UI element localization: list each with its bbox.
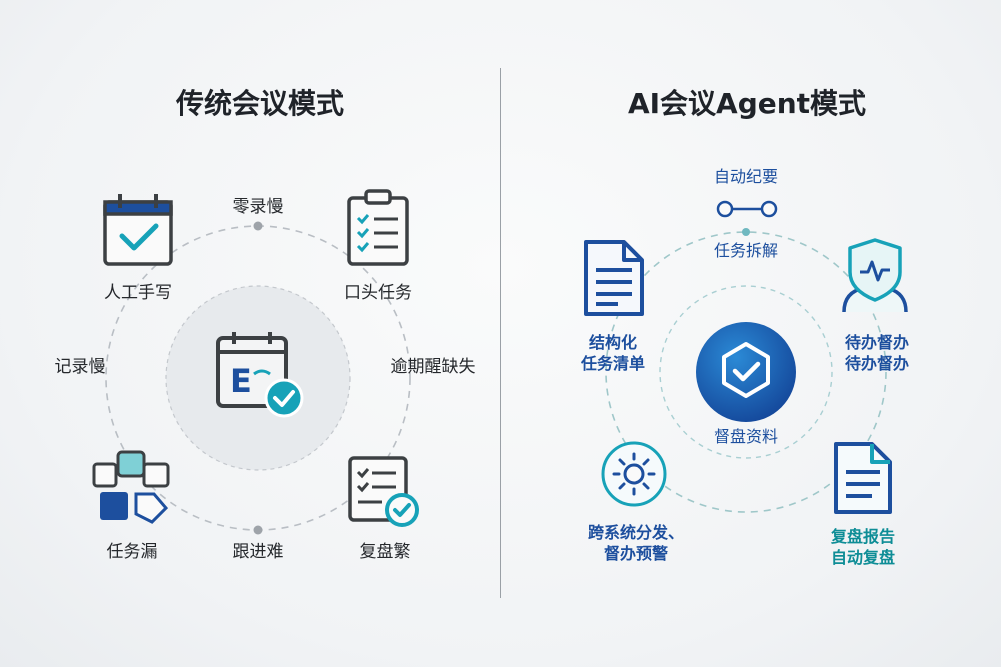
label-slow-zero: 零录慢: [232, 197, 284, 217]
label-auto-minutes: 自动纪要: [713, 167, 779, 186]
label-manual-writing: 人工手写: [104, 283, 172, 303]
clipboard-list-icon: [347, 189, 409, 266]
right-title: AI会议Agent模式: [627, 87, 867, 120]
label-todo-supervise: 待办督办 待办督办: [845, 332, 909, 374]
document-list-icon: [584, 240, 644, 316]
label-task-leak: 任务漏: [106, 542, 158, 562]
label-overdue-missing: 逾期醒缺失: [390, 357, 476, 377]
hexagon-check-icon: [696, 322, 796, 422]
center-divider: [500, 68, 501, 598]
label-review-data: 督盘资料: [713, 427, 779, 446]
left-title: 传统会议模式: [175, 87, 344, 120]
report-document-icon: [834, 442, 892, 514]
label-structured-line1: 结构化: [588, 333, 638, 352]
right-cycle-ring: [605, 228, 887, 513]
label-todo-line1: 待办督办: [844, 333, 910, 352]
label-cross-system: 跨系统分发、 督办预警: [588, 522, 684, 564]
label-follow-hard: 跟进难: [232, 542, 284, 562]
label-cross-line1: 跨系统分发、: [587, 523, 685, 542]
shield-user-icon: [842, 238, 908, 313]
checklist-done-icon: [348, 456, 419, 527]
scattered-blocks-icon: [92, 450, 170, 524]
calendar-check-icon: [103, 194, 173, 266]
label-oral-task: 口头任务: [344, 283, 412, 303]
label-structured-line2: 任务清单: [580, 354, 646, 373]
label-cross-line2: 督办预警: [603, 544, 669, 563]
label-report-line1: 复盘报告: [830, 527, 896, 546]
connector-icon: [716, 200, 778, 218]
label-structured: 结构化 任务清单: [581, 332, 645, 374]
label-review-busy: 复盘繁: [359, 542, 411, 562]
label-review-report: 复盘报告 自动复盘: [831, 526, 895, 568]
label-task-split: 任务拆解: [713, 241, 779, 260]
label-todo-line2: 待办督办: [844, 354, 910, 373]
calendar-edit-icon: E: [216, 332, 304, 418]
label-record-slow: 记录慢: [54, 357, 106, 377]
system-gear-icon: [601, 441, 667, 507]
svg-text:E: E: [230, 362, 252, 400]
label-report-line2: 自动复盘: [830, 548, 896, 567]
